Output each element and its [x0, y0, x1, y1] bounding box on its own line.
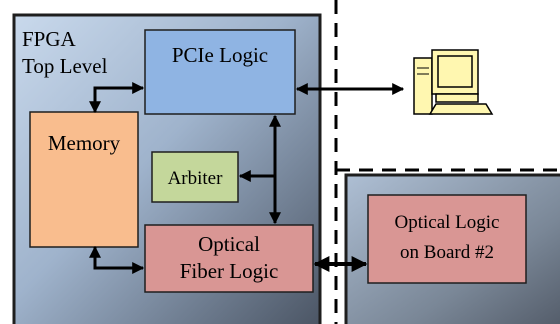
board-2-optical-logic-label-line2: on Board #2 [400, 242, 494, 263]
desktop-computer-icon [413, 49, 494, 115]
memory-block [29, 111, 139, 248]
arbiter-block [151, 151, 239, 203]
arrow-memory-optical [89, 245, 145, 274]
fpga-title: FPGA [22, 27, 77, 51]
board-2-optical-logic-label-line1: Optical Logic [395, 212, 500, 233]
fpga-subtitle: Top Level [22, 54, 108, 78]
arbiter-label: Arbiter [168, 168, 224, 189]
optical-fiber-logic-label-line1: Optical [198, 232, 260, 256]
pcie-logic-label: PCIe Logic [172, 43, 268, 67]
board-2-optical-logic-block [367, 194, 527, 284]
pcie-logic-block [144, 29, 296, 115]
memory-label: Memory [48, 131, 121, 155]
arrow-memory-pcie [89, 82, 145, 114]
optical-fiber-logic-block [144, 224, 314, 293]
optical-fiber-logic-label-line2: Fiber Logic [180, 259, 279, 283]
